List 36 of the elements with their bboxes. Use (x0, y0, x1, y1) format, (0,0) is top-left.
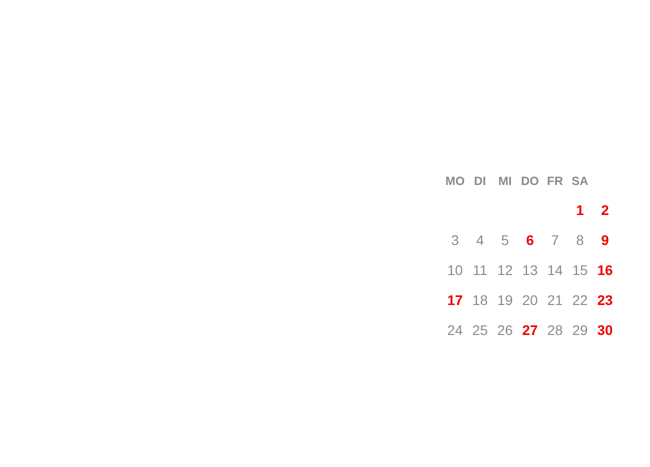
day-number: 19 (497, 293, 513, 307)
day-number: 1 (576, 203, 584, 217)
day-number: 17 (447, 293, 463, 307)
day-number: 18 (472, 293, 488, 307)
day-number: 28 (547, 323, 563, 337)
day-number: 22 (572, 293, 588, 307)
weekday-header: SA (572, 175, 588, 187)
day-number: 9 (601, 233, 609, 247)
day-number: 8 (576, 233, 584, 247)
day-number: 20 (522, 293, 538, 307)
day-number: 27 (522, 323, 538, 337)
day-number: 13 (522, 263, 538, 277)
day-number: 10 (447, 263, 463, 277)
day-number: 29 (572, 323, 588, 337)
day-number: 5 (501, 233, 509, 247)
day-number: 30 (597, 323, 613, 337)
day-number: 3 (451, 233, 459, 247)
day-number: 14 (547, 263, 563, 277)
day-number: 24 (447, 323, 463, 337)
weekday-header: DO (521, 175, 539, 187)
weekday-header: FR (547, 175, 563, 187)
weekday-header: DI (474, 175, 486, 187)
day-number: 4 (476, 233, 484, 247)
day-number: 12 (497, 263, 513, 277)
weekday-header: MI (498, 175, 512, 187)
day-number: 23 (597, 293, 613, 307)
weekday-header: MO (445, 175, 465, 187)
day-number: 11 (472, 263, 488, 277)
day-number: 26 (497, 323, 513, 337)
day-number: 7 (551, 233, 559, 247)
day-number: 25 (472, 323, 488, 337)
day-number: 6 (526, 233, 534, 247)
day-number: 2 (601, 203, 609, 217)
day-number: 15 (572, 263, 588, 277)
day-number: 21 (547, 293, 563, 307)
day-number: 16 (597, 263, 613, 277)
